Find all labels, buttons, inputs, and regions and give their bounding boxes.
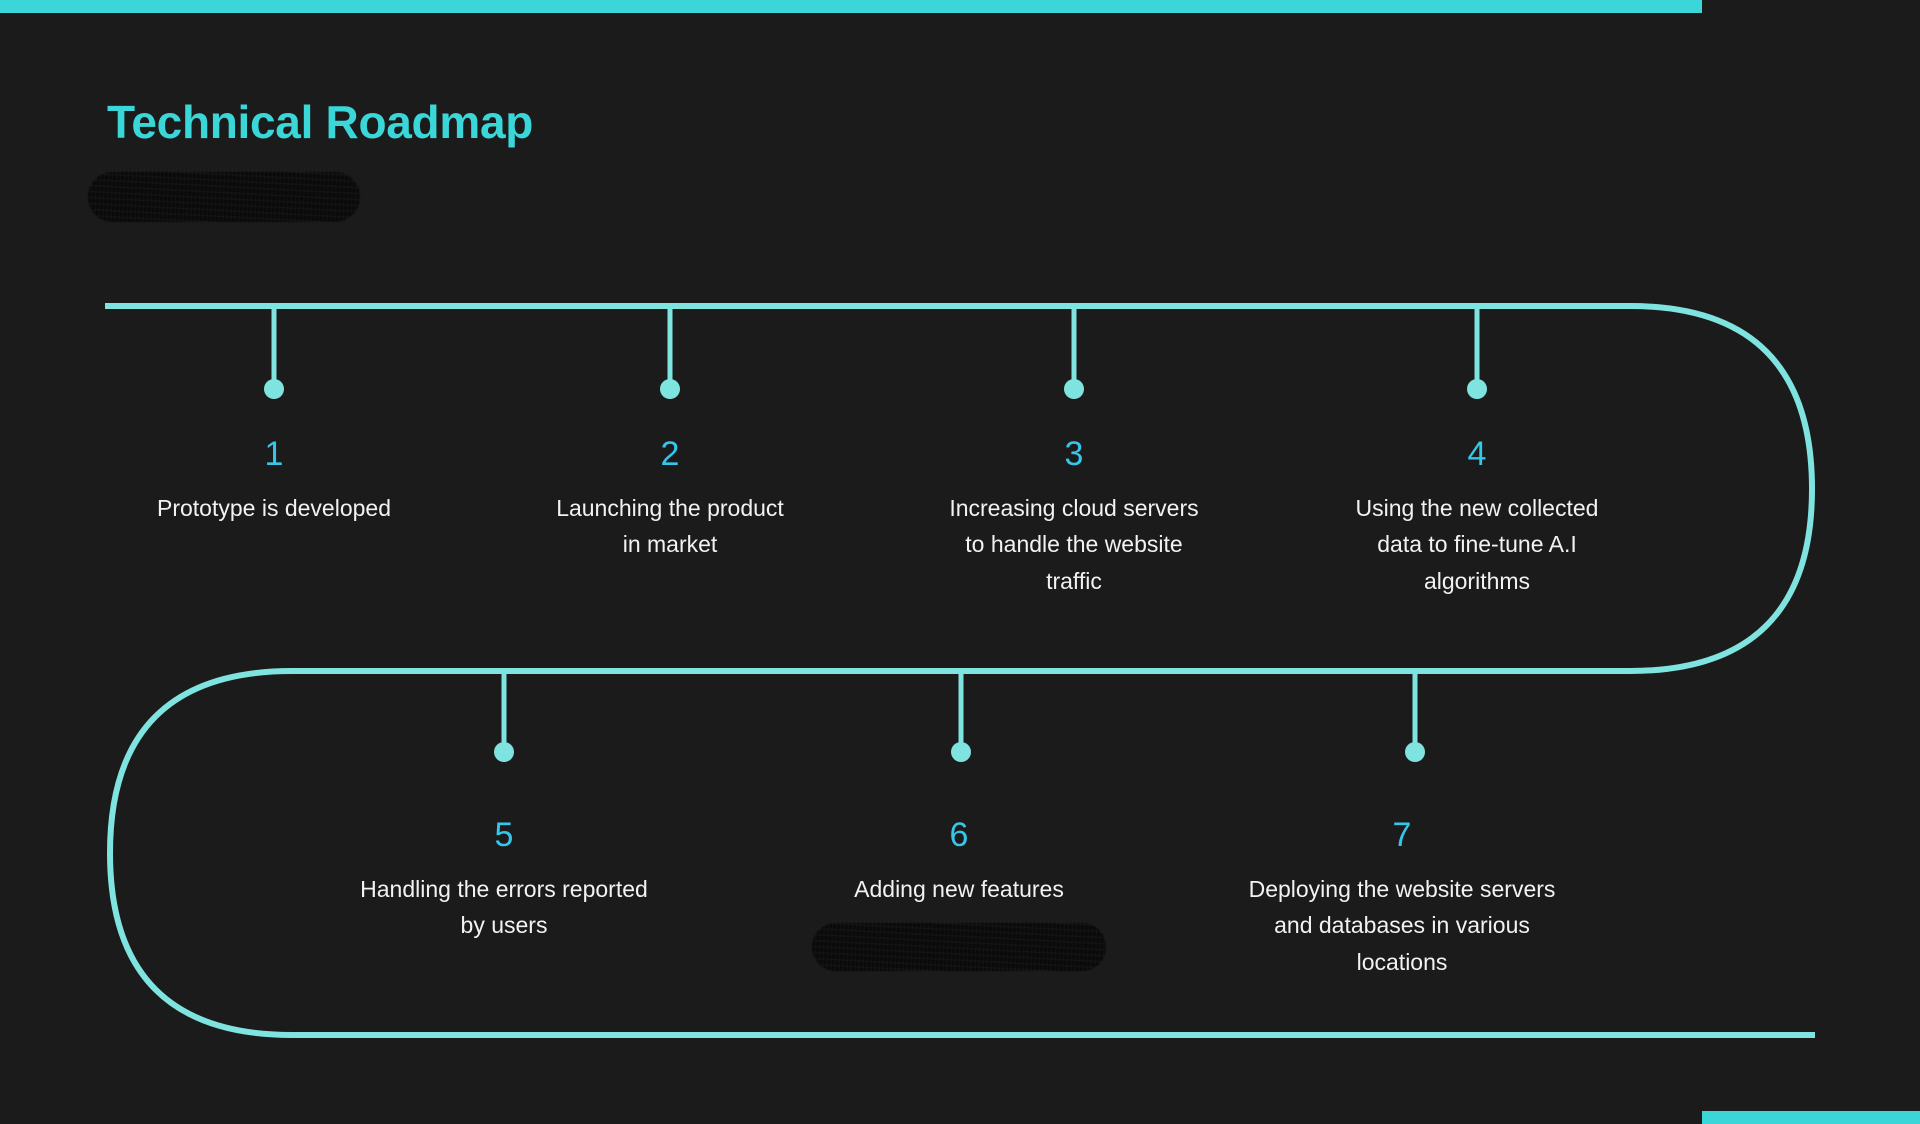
step-number-3: 3 [1064, 435, 1084, 473]
node-dot-5 [494, 742, 514, 762]
roadmap-step-3: 3 Increasing cloud servers to handle the… [938, 437, 1210, 599]
bottom-accent-bar [1702, 1111, 1920, 1124]
step-text-4: Using the new collected data to fine-tun… [1355, 495, 1599, 594]
node-dot-1 [264, 379, 284, 399]
step-text-7: Deploying the website servers and databa… [1248, 876, 1556, 975]
redacted-subtitle [88, 172, 360, 222]
step-number-4: 4 [1467, 435, 1487, 473]
step-number-7: 7 [1392, 816, 1412, 854]
node-dot-4 [1467, 379, 1487, 399]
roadmap-step-7: 7 Deploying the website servers and data… [1242, 818, 1562, 980]
step-number-1: 1 [264, 435, 284, 473]
page-title: Technical Roadmap [107, 96, 534, 148]
step-number-2: 2 [660, 435, 680, 473]
node-dot-6 [951, 742, 971, 762]
step-text-6: Adding new features [854, 876, 1064, 902]
step-text-2: Launching the product in market [556, 495, 784, 558]
step-number-5: 5 [494, 816, 514, 854]
step-text-5: Handling the errors reported by users [360, 876, 648, 939]
step-text-1: Prototype is developed [157, 495, 391, 521]
roadmap-step-6: 6 Adding new features [800, 818, 1118, 907]
step-number-6: 6 [949, 816, 969, 854]
node-dot-7 [1405, 742, 1425, 762]
redacted-note [812, 923, 1106, 971]
roadmap-step-2: 2 Launching the product in market [550, 437, 790, 563]
top-accent-bar [0, 0, 1702, 13]
node-dot-2 [660, 379, 680, 399]
node-dot-3 [1064, 379, 1084, 399]
roadmap-step-4: 4 Using the new collected data to fine-t… [1336, 437, 1618, 599]
step-text-3: Increasing cloud servers to handle the w… [949, 495, 1199, 594]
roadmap-step-1: 1 Prototype is developed [154, 437, 394, 526]
roadmap-step-5: 5 Handling the errors reported by users [350, 818, 658, 944]
